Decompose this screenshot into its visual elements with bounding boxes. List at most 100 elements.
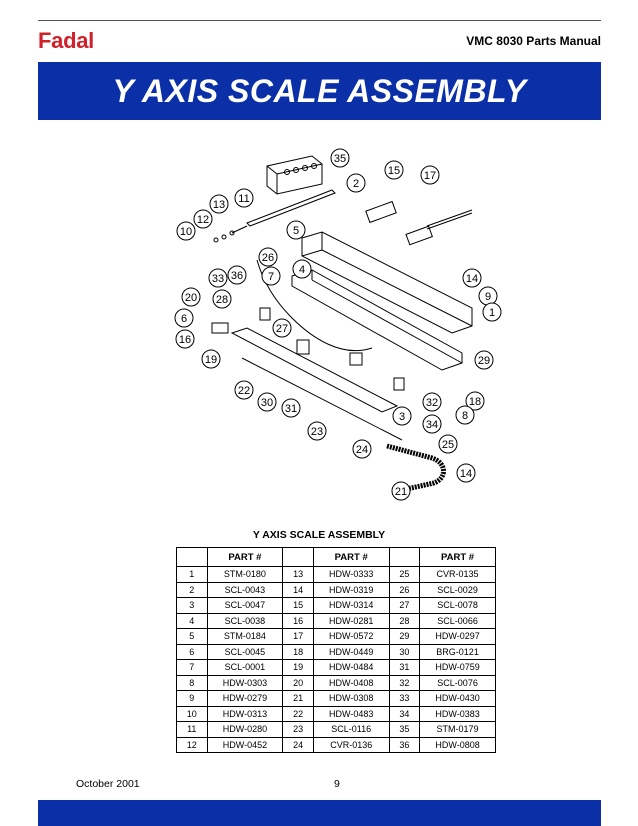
- callout-label: 33: [212, 273, 224, 285]
- part-number-cell: HDW-0483: [312, 705, 390, 722]
- callout-circle: [346, 173, 366, 193]
- part-number-cell: CVR-0136: [312, 736, 390, 753]
- callout-circle: [420, 165, 440, 185]
- header-rule: [38, 20, 601, 21]
- page-title: Y AXIS SCALE ASSEMBLY: [112, 73, 527, 109]
- part-number-cell: HDW-0281: [312, 612, 390, 629]
- callout-circle: [209, 194, 229, 214]
- part-number-cell: SCL-0038: [206, 612, 284, 629]
- part-number-cell: HDW-0303: [206, 674, 284, 691]
- part-number-cell: SCL-0078: [419, 597, 496, 614]
- callout-label: 2: [353, 178, 359, 190]
- callout-circle: [234, 380, 254, 400]
- callout-label: 26: [262, 252, 274, 264]
- item-number-cell: 9: [176, 690, 208, 707]
- item-number-cell: 8: [176, 674, 208, 691]
- table-header-row: PART # PART # PART #: [176, 547, 496, 567]
- callout-label: 25: [442, 439, 454, 451]
- callout-circle: [261, 266, 281, 286]
- part-number-cell: HDW-0319: [312, 581, 390, 598]
- scale-rod: [246, 189, 336, 227]
- callout-label: 6: [181, 313, 187, 325]
- part-number-cell: SCL-0045: [206, 643, 284, 660]
- cover-box: [266, 155, 323, 195]
- callout-circle: [438, 434, 458, 454]
- callout-circle: [208, 268, 228, 288]
- callout-circle: [258, 247, 278, 267]
- item-number-cell: 5: [176, 628, 208, 645]
- callout-circle: [391, 481, 411, 501]
- callout-label: 21: [395, 486, 407, 498]
- item-number-cell: 23: [282, 721, 314, 738]
- callout-label: 30: [261, 397, 273, 409]
- callout-label: 13: [213, 199, 225, 211]
- callout-label: 18: [469, 396, 481, 408]
- item-number-cell: 12: [176, 736, 208, 753]
- col-header: PART #: [206, 547, 284, 567]
- part-number-cell: HDW-0808: [419, 736, 496, 753]
- col-header: PART #: [419, 547, 496, 567]
- part-number-cell: HDW-0383: [419, 705, 496, 722]
- part-number-cell: STM-0180: [206, 566, 284, 583]
- callout-label: 8: [462, 410, 468, 422]
- callout-circle: [482, 302, 502, 322]
- page-number: 9: [334, 778, 340, 790]
- callout-circle: [281, 398, 301, 418]
- part-number-cell: HDW-0333: [312, 566, 390, 583]
- callout-label: 14: [460, 468, 472, 480]
- part-number-cell: HDW-0280: [206, 721, 284, 738]
- callout-circle: [227, 265, 247, 285]
- part-number-cell: HDW-0297: [419, 628, 496, 645]
- callout-circle: [456, 463, 476, 483]
- callout-label: 7: [268, 271, 274, 283]
- item-number-cell: 4: [176, 612, 208, 629]
- motor-coupler: [365, 200, 397, 224]
- item-number-cell: 25: [388, 566, 421, 583]
- part-number-cell: SCL-0066: [419, 612, 496, 629]
- item-number-cell: 35: [388, 721, 421, 738]
- callout-label: 11: [238, 193, 249, 205]
- part-number-cell: HDW-0313: [206, 705, 284, 722]
- part-number-cell: HDW-0430: [419, 690, 496, 707]
- callout-circle: [174, 308, 194, 328]
- part-number-cell: SCL-0076: [419, 674, 496, 691]
- callout-label: 14: [466, 273, 478, 285]
- item-number-cell: 7: [176, 659, 208, 676]
- callout-circle: [422, 392, 442, 412]
- item-number-cell: 18: [282, 643, 314, 660]
- col-header: [388, 547, 421, 567]
- item-number-cell: 14: [282, 581, 314, 598]
- part-number-cell: SCL-0047: [206, 597, 284, 614]
- manual-title: VMC 8030 Parts Manual: [466, 34, 601, 48]
- callout-label: 36: [231, 270, 243, 282]
- callout-label: 10: [180, 226, 192, 238]
- part-number-cell: HDW-0484: [312, 659, 390, 676]
- title-banner: Y AXIS SCALE ASSEMBLY: [38, 62, 601, 120]
- callout-circle: [193, 209, 213, 229]
- part-number-cell: HDW-0449: [312, 643, 390, 660]
- callout-label: 9: [485, 291, 491, 303]
- callout-circle: [257, 392, 277, 412]
- part-number-cell: HDW-0759: [419, 659, 496, 676]
- part-number-cell: CVR-0135: [419, 566, 496, 583]
- callout-label: 31: [285, 403, 297, 415]
- part-number-cell: HDW-0572: [312, 628, 390, 645]
- brand-logo: Fadal: [38, 28, 94, 53]
- item-number-cell: 15: [282, 597, 314, 614]
- callout-label: 1: [489, 307, 495, 319]
- callout-label: 19: [205, 354, 217, 366]
- item-number-cell: 29: [388, 628, 421, 645]
- item-number-cell: 32: [388, 674, 421, 691]
- callout-circle: [474, 350, 494, 370]
- part-number-cell: SCL-0116: [312, 721, 390, 738]
- item-number-cell: 28: [388, 612, 421, 629]
- part-number-cell: SCL-0001: [206, 659, 284, 676]
- callout-circle: [234, 188, 254, 208]
- item-number-cell: 24: [282, 736, 314, 753]
